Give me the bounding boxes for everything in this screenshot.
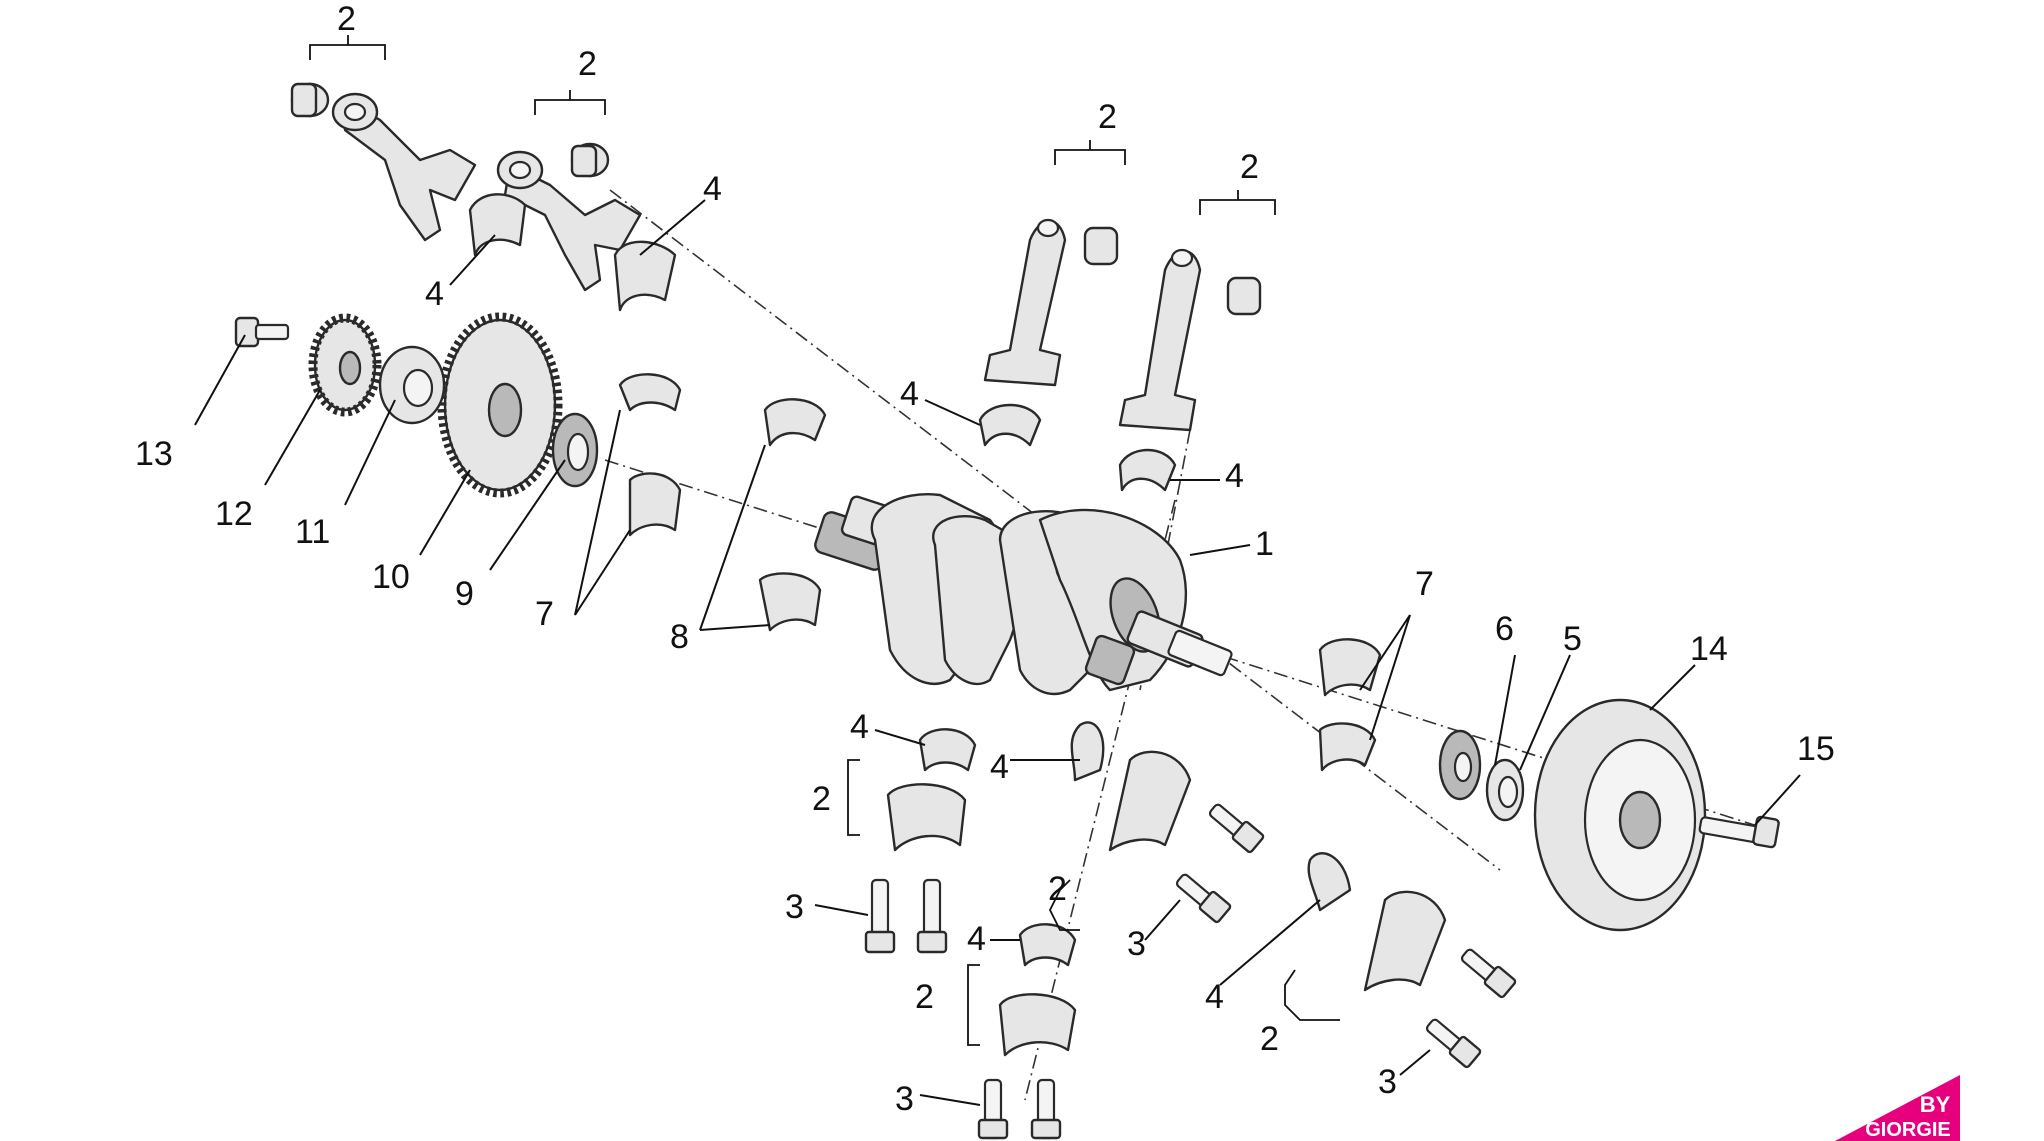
callout-4-c: 4 [900,375,919,413]
connecting-rod-upper-right-2 [1118,248,1262,432]
callout-2-h: 2 [1260,1020,1279,1058]
callout-10: 10 [372,558,410,596]
connecting-rod-upper-left-2 [496,142,642,292]
brand-logo-line1: BY [1920,1092,1951,1117]
crankshaft [814,493,1233,696]
callout-8: 8 [670,618,689,656]
callout-4-h: 4 [1205,978,1224,1016]
callout-3-a: 3 [785,888,804,926]
callout-12: 12 [215,495,253,533]
rod-bearing-shells-lower [918,721,1352,967]
callout-3-d: 3 [1378,1063,1397,1101]
callout-labels: 1 2 2 2 2 2 2 2 2 3 3 3 3 4 4 4 4 4 4 4 … [135,0,1835,1118]
gear-wheel [437,312,563,498]
rod-caps [886,750,1447,1057]
callout-2-d: 2 [1240,148,1259,186]
callout-2-e: 2 [812,780,831,818]
callout-4-e: 4 [850,708,869,746]
callout-14: 14 [1690,630,1728,668]
rod-bolts [864,803,1517,1140]
sprocket [308,313,382,417]
callout-4-g: 4 [967,920,986,958]
callout-7-a: 7 [535,595,554,633]
callout-1: 1 [1255,525,1274,563]
leader-lines [194,199,1801,1106]
connecting-rod-upper-right-1 [983,218,1119,387]
callout-4-a: 4 [425,275,444,313]
callout-3-c: 3 [895,1080,914,1118]
callout-4-f: 4 [990,748,1009,786]
group-braces [309,35,1340,1046]
callout-4-b: 4 [703,170,722,208]
main-bearing-shells [618,373,1382,772]
flywheel [1533,698,1707,932]
flywheel-bolt [1698,815,1780,849]
callout-2-b: 2 [578,45,597,83]
callout-13: 13 [135,435,173,473]
needle-bearing [551,412,599,488]
brand-logo-line2: GIORGIE [1865,1119,1951,1141]
callout-15: 15 [1797,730,1835,768]
connecting-rod-upper-left-1 [290,82,477,242]
callout-4-d: 4 [1225,457,1244,495]
callout-2-g: 2 [915,978,934,1016]
screw [234,316,290,348]
washer [378,345,446,425]
callout-5: 5 [1563,620,1582,658]
callout-6: 6 [1495,610,1514,648]
callout-9: 9 [455,575,474,613]
callout-2-c: 2 [1098,98,1117,136]
callout-7-b: 7 [1415,565,1434,603]
rod-bearing-shells-upper [468,193,1177,492]
bearing-ring [1438,729,1482,801]
callout-2-a: 2 [337,0,356,38]
callout-3-b: 3 [1127,925,1146,963]
brand-logo: BY GIORGIE [1835,1075,1960,1141]
callout-2-f: 2 [1048,870,1067,908]
ring [1485,758,1525,822]
callout-11: 11 [295,513,330,551]
